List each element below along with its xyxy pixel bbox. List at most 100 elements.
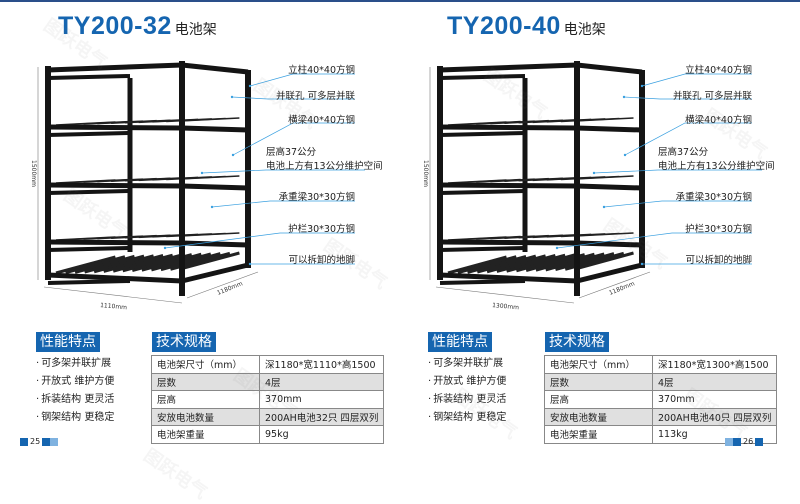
spec-label: 层高 [151, 390, 260, 409]
page-marker-icon [20, 437, 28, 446]
page-marker-icon [755, 437, 764, 446]
feature-item: 开放式 维护方便 [36, 373, 114, 391]
spec-value: 370mm [258, 390, 385, 409]
callout-parallel-hole: 并联孔 可多层并联 [275, 91, 355, 102]
rack-beam [439, 272, 578, 284]
rack-roller [574, 117, 634, 122]
dimension-line-width [435, 286, 575, 304]
rack-beam [576, 183, 643, 191]
features-list: 可多架并联扩展 开放式 维护方便 拆装结构 更灵活 钢架结构 更稳定 [428, 355, 506, 427]
rack-beam [576, 62, 643, 75]
rack-beam [576, 240, 643, 248]
dimension-line-depth [186, 271, 259, 299]
product-type: 电池架 [563, 22, 606, 38]
rack-roller [103, 254, 164, 273]
rack-beam [47, 239, 183, 246]
rack-roller [65, 255, 126, 275]
callout-line [623, 96, 752, 100]
rack-beam [47, 246, 131, 252]
rack-beam [47, 182, 183, 189]
rack-beam [576, 262, 643, 284]
rack-beam [439, 279, 526, 285]
callout-crossbeam: 横梁40*40方钢 [288, 115, 355, 126]
dimension-width-label: 1300mm [492, 302, 520, 311]
rack-roller [93, 254, 154, 274]
table-row: 电池架尺寸（mm）深1180*宽1110*高1500 [151, 355, 385, 374]
product-type: 电池架 [174, 22, 217, 38]
rack-beam [576, 125, 643, 133]
callout-dot [230, 95, 234, 99]
callout-post: 立柱40*40方钢 [685, 65, 752, 76]
rack-beam [439, 239, 578, 246]
product-model: TY200-40 [447, 12, 561, 40]
callout-dot [200, 171, 204, 175]
spec-label: 电池架尺寸（mm） [544, 355, 653, 374]
callout-layer-height: 层高37公分 [658, 147, 709, 158]
rack-beam [439, 189, 526, 195]
callout-feet: 可以拆卸的地脚 [288, 255, 355, 266]
rack-beam [439, 246, 526, 252]
page-number: 26 [725, 437, 764, 446]
callout-post: 立柱40*40方钢 [288, 65, 355, 76]
rack-roller [122, 253, 183, 273]
callout-dot [248, 84, 252, 88]
rack-beam [47, 74, 131, 80]
rack-roller [74, 254, 135, 274]
spec-value: 370mm [651, 390, 778, 409]
rack-roller [476, 254, 537, 274]
callout-dot [248, 262, 252, 266]
spec-value: 200AH电池40只 四层双列 [651, 407, 778, 426]
product-model: TY200-32 [58, 12, 172, 40]
rack-beam [439, 74, 526, 80]
rack-roller [496, 254, 556, 273]
callout-dot [640, 262, 644, 266]
spec-value: 200AH电池32只 四层双列 [258, 407, 385, 426]
feature-item: 拆装结构 更灵活 [428, 391, 506, 409]
page-marker-icon [50, 437, 59, 446]
callout-dot [602, 205, 606, 209]
callout-dot [163, 246, 167, 250]
rack-roller [486, 254, 546, 274]
callout-line [603, 200, 752, 208]
rack-beam [439, 124, 578, 131]
page-marker-icon [725, 437, 733, 446]
rack-beam [439, 182, 578, 189]
callout-line [556, 232, 752, 249]
rack-beam [47, 131, 131, 137]
rack-beam [181, 262, 249, 284]
rack-beam [181, 183, 249, 191]
rack-roller [179, 117, 240, 122]
callout-line [231, 96, 355, 100]
rack-roller [179, 232, 240, 237]
callout-dot [210, 205, 214, 209]
spec-label: 安放电池数量 [544, 407, 653, 426]
callout-feet: 可以拆卸的地脚 [685, 255, 752, 266]
rack-roller [457, 255, 517, 275]
callout-dot [640, 84, 644, 88]
callout-line [624, 122, 752, 156]
callout-parallel-hole: 并联孔 可多层并联 [672, 91, 752, 102]
rack-roller [160, 252, 221, 272]
top-border [0, 0, 800, 2]
page-number-text: 25 [30, 437, 41, 446]
page-number-text: 26 [743, 437, 754, 446]
callout-dot [555, 246, 559, 250]
specs-heading: 技术规格 [152, 332, 216, 352]
spec-label: 安放电池数量 [151, 407, 260, 426]
callout-line [593, 169, 762, 174]
table-row: 电池架尺寸（mm）深1180*宽1300*高1500 [544, 355, 778, 374]
spec-label: 电池架尺寸（mm） [151, 355, 260, 374]
callout-guardrail: 护栏30*30方钢 [288, 224, 355, 235]
spec-value: 深1180*宽1300*高1500 [651, 355, 778, 374]
rack-roller [84, 254, 145, 274]
